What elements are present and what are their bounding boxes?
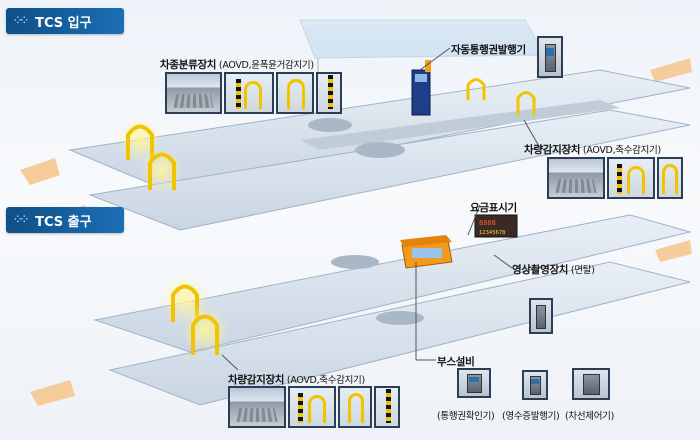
- photo-gate: [607, 157, 655, 199]
- photo-gate: [224, 72, 274, 114]
- label-entry-detector: 차량감지장치 (AOVD,축수감지기): [524, 142, 661, 157]
- section-title-exit: TCS 출구: [35, 214, 92, 230]
- photo-receipt-printer: [522, 370, 548, 400]
- photos-auto-ticket: [537, 36, 563, 78]
- photo-gate: [288, 386, 336, 428]
- fare-sign-line1: 8888: [479, 219, 496, 227]
- photos-vehicle-classifier: [165, 72, 342, 114]
- label-main: 영상촬영장치: [512, 264, 569, 276]
- exit-gates: [161, 276, 229, 355]
- photo-receipt-printer-frame: [522, 370, 548, 400]
- photo-road: [228, 386, 286, 428]
- label-main: 차량감지장치: [228, 374, 285, 386]
- label-vehicle-classifier: 차종분류장치 (AOVD,윤폭윤거감지기): [160, 57, 314, 72]
- label-sub: (AOVD,축수감지기): [582, 145, 661, 156]
- label-booth: 부스설비: [437, 354, 475, 369]
- photo-road: [165, 72, 222, 114]
- section-tag-entry: ⁘⁘ TCS 입구: [6, 8, 124, 34]
- label-main: 차종분류장치: [160, 59, 217, 71]
- dots-icon: ⁘⁘: [14, 16, 28, 26]
- label-main: 자동통행권발행기: [451, 44, 526, 56]
- photo-gate: [338, 386, 372, 428]
- photo-ticket-checker: [457, 368, 491, 398]
- photos-exit-detector: [228, 386, 400, 428]
- exit-lanes: [93, 214, 692, 406]
- photo-gate: [374, 386, 400, 428]
- label-lane-controller: (차선제어기): [565, 408, 614, 422]
- photo-camera-cabinet: [529, 298, 553, 334]
- photos-entry-detector: [547, 157, 683, 199]
- photo-road: [547, 157, 605, 199]
- section-tag-exit: ⁘⁘ TCS 출구: [6, 207, 124, 233]
- photo-ticket-machine: [537, 36, 563, 78]
- label-main: (영수증발행기): [502, 411, 560, 422]
- photos-video-camera: [529, 298, 553, 334]
- section-title-entry: TCS 입구: [35, 15, 92, 31]
- label-main: 부스설비: [437, 356, 475, 368]
- label-sub: (면탈): [570, 265, 595, 276]
- photo-gate: [316, 72, 342, 114]
- exit-chevrons: [30, 240, 692, 406]
- label-sub: (AOVD,윤폭윤거감지기): [218, 60, 314, 71]
- label-ticket-checker: (통행권확인기): [437, 408, 495, 422]
- entry-gates: [118, 78, 536, 192]
- exit-toll-booth: [400, 235, 453, 269]
- label-receipt-printer: (영수증발행기): [502, 408, 560, 422]
- dots-icon: ⁘⁘: [14, 215, 28, 225]
- photo-gate: [276, 72, 314, 114]
- photo-lane-controller-frame: [572, 368, 610, 400]
- label-auto-ticket: 자동통행권발행기: [451, 42, 526, 57]
- label-video-camera: 영상촬영장치 (면탈): [512, 262, 595, 277]
- label-sub: (AOVD,축수감지기): [286, 375, 365, 386]
- label-main: 차량감지장치: [524, 144, 581, 156]
- photo-ticket-checker-frame: [457, 368, 491, 398]
- label-main: 요금표시기: [470, 202, 517, 214]
- photo-gate: [657, 157, 683, 199]
- label-main: (통행권확인기): [437, 411, 495, 422]
- label-fare-display: 요금표시기: [470, 200, 517, 215]
- label-exit-detector: 차량감지장치 (AOVD,축수감지기): [228, 372, 365, 387]
- fare-display-sign: 8888 12345678: [474, 214, 518, 238]
- photo-lane-controller: [572, 368, 610, 400]
- label-main: (차선제어기): [565, 411, 615, 422]
- fare-sign-line2: 12345678: [479, 230, 506, 236]
- entry-ticket-machine: [411, 60, 431, 116]
